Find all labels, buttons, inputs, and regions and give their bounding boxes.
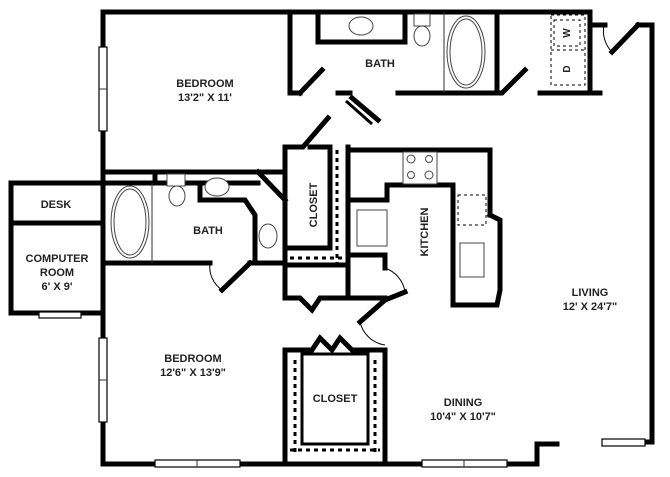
room-name: BEDROOM [164,353,222,365]
room-name-2: ROOM [39,267,75,279]
room-name: BATH [365,58,395,70]
room-label-computer-room: COMPUTER ROOM 6' X 9' [16,252,98,294]
room-label-closet-2: CLOSET [304,392,366,406]
room-name: LIVING [571,287,609,299]
room-label-closet-1: CLOSET [307,175,321,235]
room-name: CLOSET [312,393,358,405]
windows [38,46,646,468]
closet-1-walls [282,114,351,314]
dryer-label: D [562,65,573,73]
room-label-living: LIVING 12' X 24'7" [550,286,630,314]
room-name: BEDROOM [176,78,234,90]
room-label-bath-1: BATH [358,57,402,71]
laundry-walls [494,14,603,96]
room-name: DESK [40,199,72,211]
room-dimensions: 6' X 9' [41,281,73,293]
room-label-dining: DINING 10'4" X 10'7" [418,396,508,424]
washer-label: W [562,28,573,38]
master-bath-walls [287,9,500,126]
room-label-bath-2: BATH [186,224,230,238]
room-dimensions: 10'4" X 10'7" [430,411,496,423]
room-name: KITCHEN [419,207,431,257]
room-name: DINING [443,397,483,409]
room-label-kitchen: KITCHEN [418,197,432,267]
room-name: BATH [193,225,223,237]
room-dimensions: 12' X 24'7" [562,301,618,313]
room-name: COMPUTER [25,253,89,265]
entry-door [602,21,642,56]
room-dimensions: 13'2" X 11' [178,92,232,104]
room-dimensions: 12'6" X 13'9" [160,367,226,379]
room-label-bedroom-1: BEDROOM 13'2" X 11' [160,77,250,105]
room-label-desk: DESK [28,198,84,212]
room-name: CLOSET [308,182,320,228]
room-label-bedroom-2: BEDROOM 12'6" X 13'9" [148,352,238,380]
exterior-walls [8,9,655,467]
fixtures [110,13,486,259]
closet-2-walls [282,321,388,467]
